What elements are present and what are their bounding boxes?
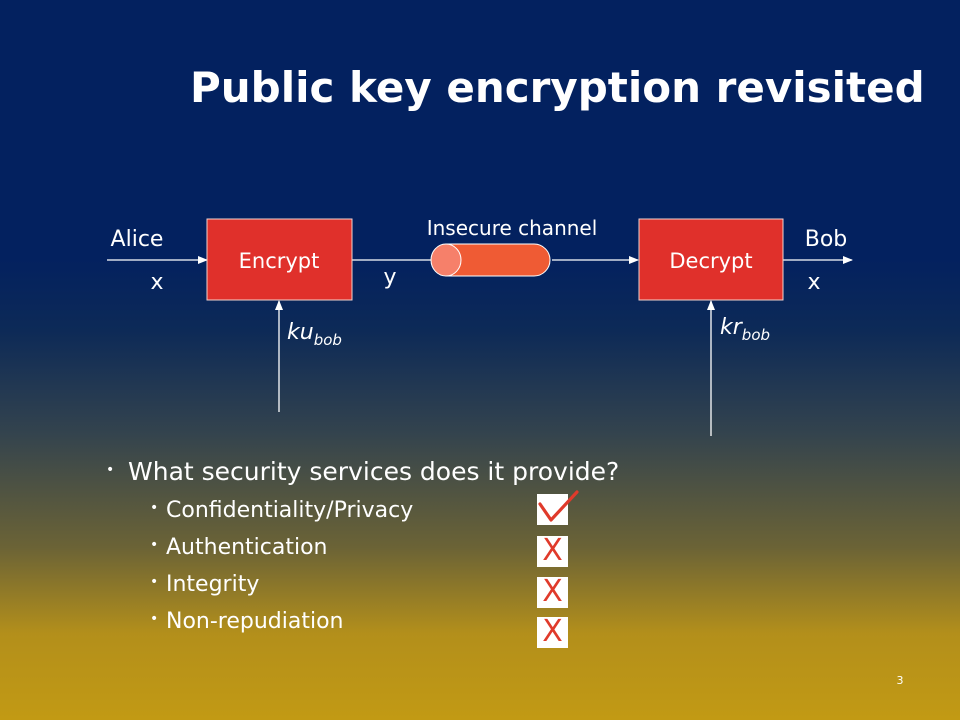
insecure-channel-pipe [430,243,551,277]
public-key-base: ku [287,320,314,345]
cross-icon: X [542,574,563,609]
plaintext-out-label: x [807,270,820,295]
service-label: Integrity [166,572,260,597]
channel-label: Insecure channel [427,216,598,240]
checkmark-icon [538,490,579,522]
service-label: Non-repudiation [166,609,344,634]
service-item-integrity: • Integrity [150,570,259,600]
public-key-subscript: bob [314,331,342,349]
service-item-authentication: • Authentication [150,533,328,563]
encrypt-label: Encrypt [239,249,320,273]
non-repudiation-status-box: X [537,614,568,649]
decrypt-box [638,218,784,301]
question-text: What security services does it provide? [128,457,620,486]
confidentiality-status-box [537,490,579,525]
bullet-dot: • [150,500,159,516]
bullet-dot: • [106,462,115,478]
service-item-confidentiality: • Confidentiality/Privacy [150,496,413,526]
slide-title: Public key encryption revisited [190,63,925,112]
service-label: Authentication [166,535,328,560]
decrypt-label: Decrypt [669,249,752,273]
bullet-dot: • [150,611,159,627]
authentication-status-box: X [537,533,568,568]
ciphertext-label: y [383,265,396,290]
alice-label: Alice [111,227,164,252]
public-key-label: kubob [287,320,342,349]
private-key-label: krbob [720,315,770,344]
service-label: Confidentiality/Privacy [166,498,414,523]
private-key-base: kr [720,315,744,340]
plaintext-in-label: x [150,270,163,295]
page-number: 3 [896,674,904,687]
integrity-status-box: X [537,574,568,609]
service-item-non-repudiation: • Non-repudiation [150,607,344,637]
bullet-dot: • [150,537,159,553]
cross-icon: X [542,533,563,568]
bob-label: Bob [805,227,848,252]
question-bullet: • What security services does it provide? [106,454,619,491]
cross-icon: X [542,614,563,649]
private-key-subscript: bob [742,326,770,344]
encrypt-box [206,218,353,301]
bullet-dot: • [150,574,159,590]
